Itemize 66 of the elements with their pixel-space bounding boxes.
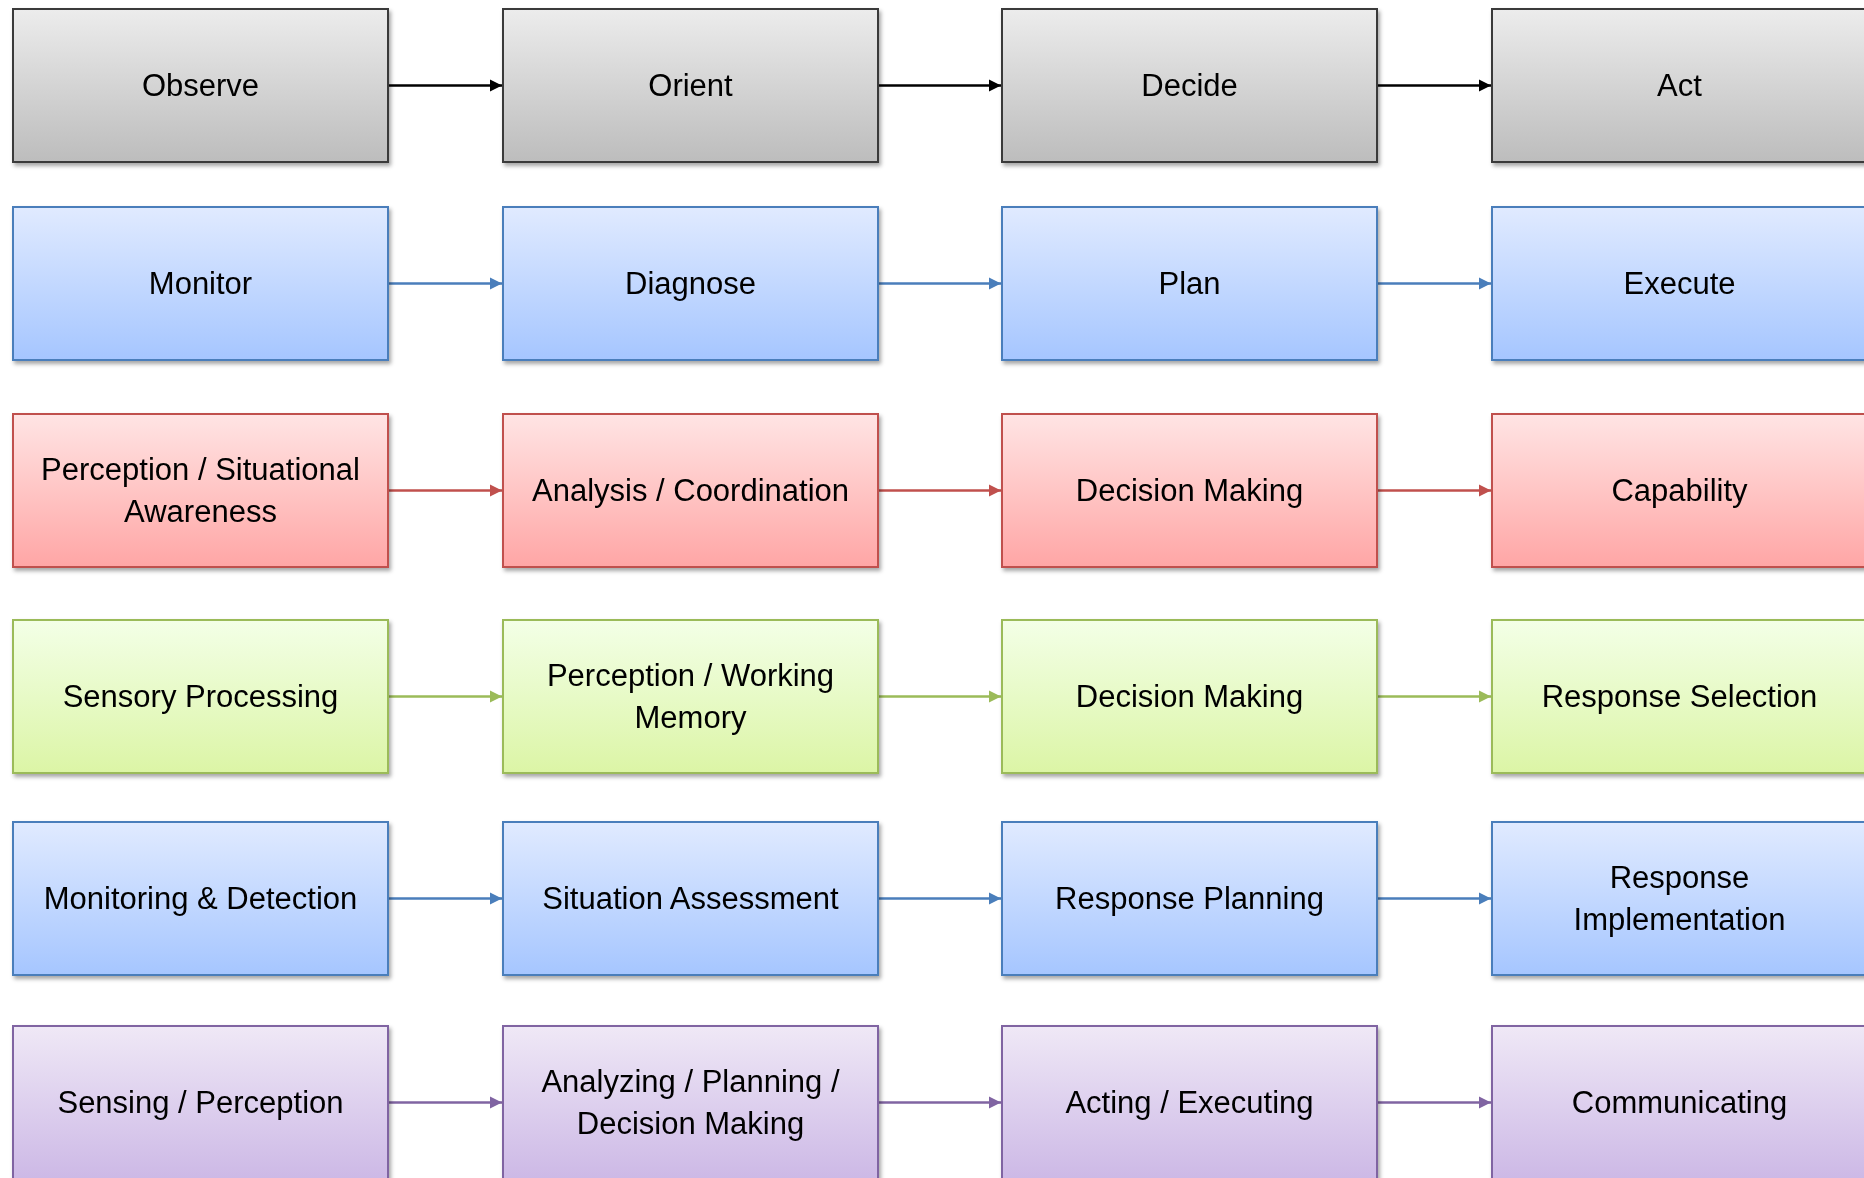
process-box	[1491, 206, 1864, 361]
box-label: Analysis / Coordination	[531, 471, 850, 510]
arrow	[389, 484, 502, 497]
arrow	[1378, 484, 1491, 497]
box-label: Perception / Situational Awareness	[40, 450, 361, 531]
process-box	[12, 413, 389, 568]
box-label: Observe	[141, 66, 260, 105]
box-label: Analyzing / Planning / Decision Making	[540, 1062, 841, 1143]
box-label: Perception / Working Memory	[545, 656, 836, 737]
process-box	[1001, 206, 1378, 361]
arrow	[389, 277, 502, 290]
process-box	[502, 413, 879, 568]
process-box	[1001, 821, 1378, 976]
process-box	[12, 619, 389, 774]
process-box	[1001, 1025, 1378, 1178]
process-box	[1001, 8, 1378, 163]
arrow	[879, 277, 1001, 290]
process-box	[1491, 619, 1864, 774]
process-box	[502, 206, 879, 361]
process-box	[1491, 8, 1864, 163]
process-box	[12, 821, 389, 976]
arrow	[1378, 690, 1491, 703]
arrow	[879, 484, 1001, 497]
arrow	[879, 690, 1001, 703]
box-label: Response Selection	[1541, 677, 1818, 716]
process-box	[1001, 619, 1378, 774]
arrow	[389, 1096, 502, 1109]
arrow	[879, 1096, 1001, 1109]
process-box	[1491, 413, 1864, 568]
box-label: Diagnose	[625, 264, 756, 303]
box-label: Situation Assessment	[542, 879, 839, 918]
box-label: Communicating	[1571, 1083, 1788, 1122]
process-box	[12, 1025, 389, 1178]
process-box	[502, 619, 879, 774]
arrow	[389, 892, 502, 905]
arrow	[879, 892, 1001, 905]
arrow	[1378, 79, 1491, 92]
process-box	[502, 1025, 879, 1178]
box-label: Execute	[1623, 264, 1736, 303]
box-label: Monitor	[148, 264, 253, 303]
box-label: Sensory Processing	[62, 677, 339, 716]
arrow	[389, 79, 502, 92]
box-label: Response Implementation	[1572, 858, 1787, 939]
box-label: Decision Making	[1075, 677, 1304, 716]
process-box	[502, 8, 879, 163]
arrow	[1378, 1096, 1491, 1109]
arrow	[1378, 277, 1491, 290]
process-box	[1491, 821, 1864, 976]
process-box	[12, 8, 389, 163]
box-label: Capability	[1611, 471, 1748, 510]
arrow	[389, 690, 502, 703]
box-label: Monitoring & Detection	[43, 879, 358, 918]
process-box	[1001, 413, 1378, 568]
box-label: Act	[1657, 66, 1702, 105]
process-box	[12, 206, 389, 361]
arrow	[879, 79, 1001, 92]
arrow	[1378, 892, 1491, 905]
box-label: Acting / Executing	[1065, 1083, 1314, 1122]
process-box	[502, 821, 879, 976]
process-box	[1491, 1025, 1864, 1178]
box-label: Response Planning	[1055, 879, 1324, 918]
box-label: Orient	[648, 66, 733, 105]
box-label: Plan	[1158, 264, 1221, 303]
box-label: Decide	[1141, 66, 1238, 105]
box-label: Sensing / Perception	[57, 1083, 344, 1122]
box-label: Decision Making	[1075, 471, 1304, 510]
